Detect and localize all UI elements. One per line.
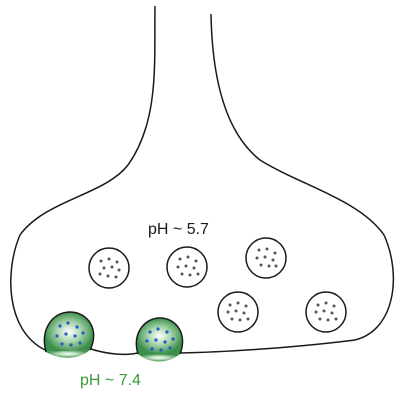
membrane-bottom-left — [88, 348, 138, 354]
fused-vesicle — [136, 318, 182, 362]
vesicle — [167, 247, 207, 287]
internal-vesicles — [89, 238, 346, 332]
terminal-outline — [11, 6, 155, 350]
inside-ph-label: pH ~ 5.7 — [148, 222, 209, 238]
vesicle — [246, 238, 286, 278]
membrane-bottom-right — [180, 340, 355, 353]
vesicle — [89, 248, 129, 288]
vesicle — [218, 292, 258, 332]
vesicle — [306, 292, 346, 332]
terminal-outline-right — [211, 14, 393, 340]
outside-ph-label: pH ~ 7.4 — [80, 373, 141, 389]
fused-vesicle — [44, 312, 93, 358]
